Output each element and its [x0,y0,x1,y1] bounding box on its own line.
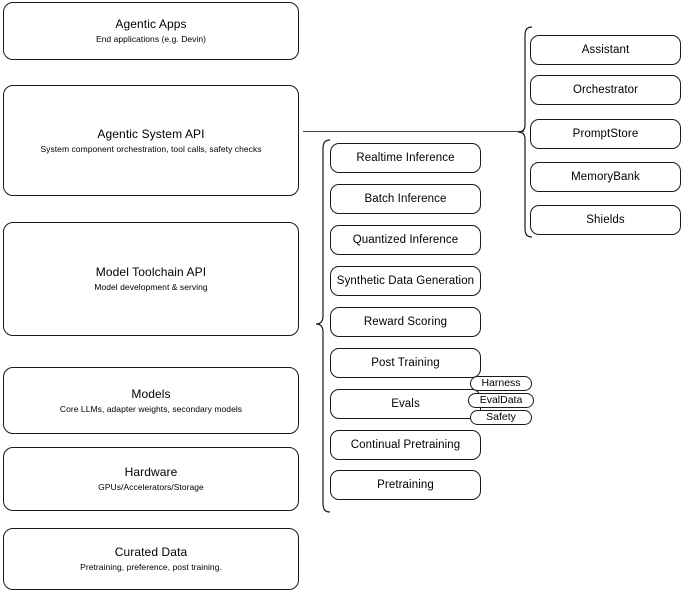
layer-box-agentic-apps[interactable]: Agentic Apps End applications (e.g. Devi… [3,2,299,60]
layer-box-curated-data[interactable]: Curated Data Pretraining, preference, po… [3,528,299,590]
component-box-orchestrator[interactable]: Orchestrator [530,75,681,105]
layer-title: Model Toolchain API [95,265,207,279]
layer-subtitle: System component orchestration, tool cal… [40,143,262,154]
capability-title: Pretraining [377,479,434,491]
capability-title: Realtime Inference [356,152,455,164]
capability-box-post-training[interactable]: Post Training [330,348,481,378]
component-box-shields[interactable]: Shields [530,205,681,235]
capability-title: Evals [391,398,420,410]
capability-box-synthetic-data-generation[interactable]: Synthetic Data Generation [330,266,481,296]
component-title: PromptStore [572,128,639,140]
capability-title: Batch Inference [364,193,447,205]
component-title: MemoryBank [571,171,640,183]
capability-box-continual-pretraining[interactable]: Continual Pretraining [330,430,481,460]
layer-subtitle: End applications (e.g. Devin) [95,34,207,44]
layer-box-hardware[interactable]: Hardware GPUs/Accelerators/Storage [3,447,299,511]
layer-title: Curated Data [114,545,188,559]
capability-box-pretraining[interactable]: Pretraining [330,470,481,500]
capability-title: Synthetic Data Generation [336,275,475,287]
layer-box-agentic-system-api[interactable]: Agentic System API System component orch… [3,85,299,196]
component-box-promptstore[interactable]: PromptStore [530,119,681,149]
layer-subtitle: Pretraining, preference, post training. [80,562,222,572]
layer-subtitle: GPUs/Accelerators/Storage [98,482,204,492]
brace-model-toolchain [315,139,331,513]
capability-title: Quantized Inference [352,234,459,246]
layer-subtitle: Model development & serving [94,282,208,292]
capability-box-batch-inference[interactable]: Batch Inference [330,184,481,214]
layer-box-models[interactable]: Models Core LLMs, adapter weights, secon… [3,367,299,434]
evals-badge-evaldata[interactable]: EvalData [468,393,534,408]
badge-label: EvalData [479,394,523,406]
evals-badge-safety[interactable]: Safety [470,410,532,425]
brace-agentic-system [517,26,533,238]
component-title: Orchestrator [572,84,639,96]
component-box-assistant[interactable]: Assistant [530,35,681,65]
layer-title: Agentic System API [97,126,205,141]
capability-box-realtime-inference[interactable]: Realtime Inference [330,143,481,173]
badge-label: Safety [486,411,516,423]
component-box-memorybank[interactable]: MemoryBank [530,162,681,192]
capability-title: Reward Scoring [363,316,448,328]
layer-subtitle: Core LLMs, adapter weights, secondary mo… [59,403,243,414]
capability-box-evals[interactable]: Evals [330,389,481,419]
layer-title: Hardware [124,465,178,479]
connector-agentic-system-api-to-components [303,131,524,132]
layer-title: Agentic Apps [115,17,187,31]
badge-label: Harness [481,377,521,389]
capability-title: Continual Pretraining [350,439,461,451]
layer-box-model-toolchain-api[interactable]: Model Toolchain API Model development & … [3,222,299,336]
capability-title: Post Training [371,357,440,369]
capability-box-reward-scoring[interactable]: Reward Scoring [330,307,481,337]
capability-box-quantized-inference[interactable]: Quantized Inference [330,225,481,255]
layer-title: Models [131,386,171,401]
component-title: Shields [586,214,625,226]
evals-badge-harness[interactable]: Harness [470,376,532,391]
component-title: Assistant [581,44,630,56]
